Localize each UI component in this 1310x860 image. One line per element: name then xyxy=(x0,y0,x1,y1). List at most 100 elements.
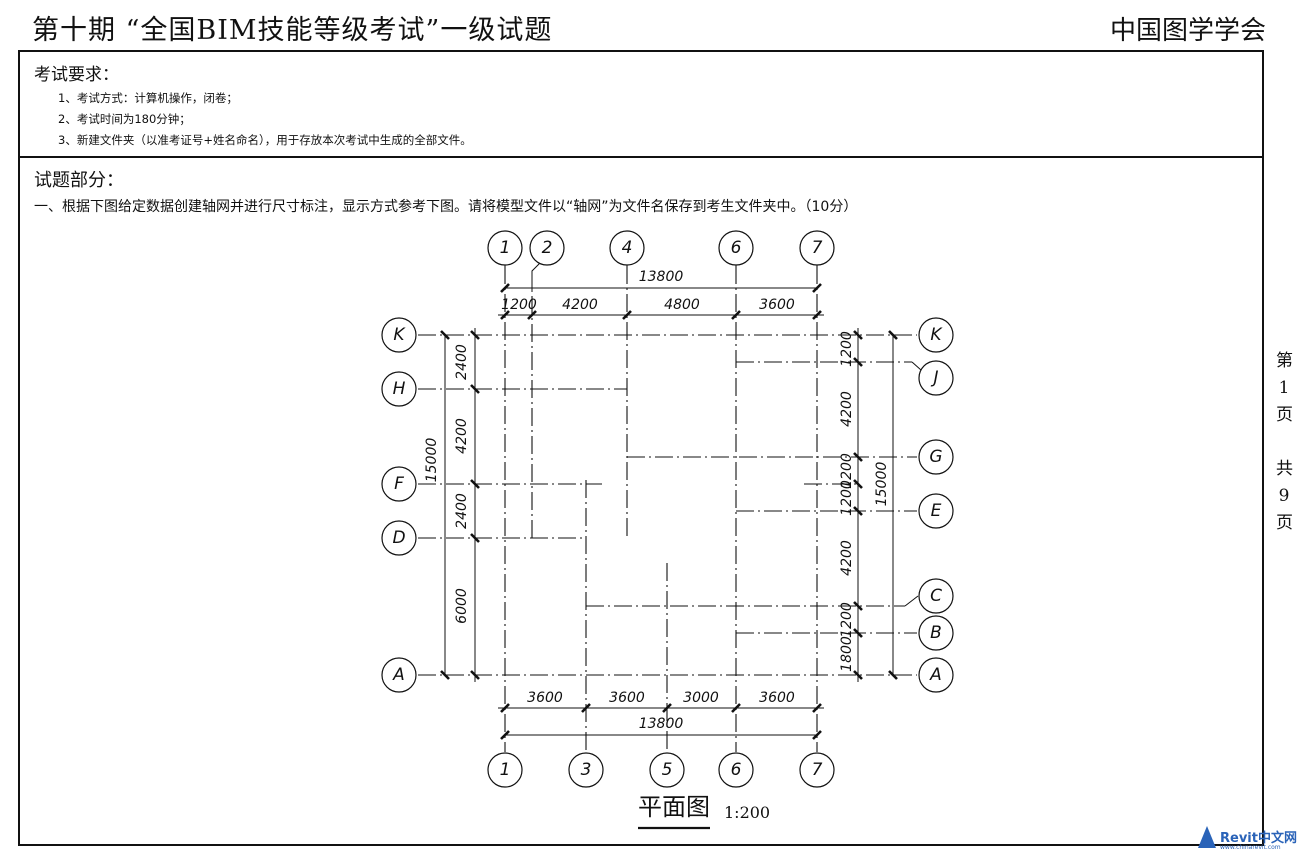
page-frame xyxy=(18,50,1264,846)
axis-label: 1 xyxy=(500,760,511,780)
watermark-brand: Revit中文网 xyxy=(1220,831,1297,846)
question-1-text: 一、根据下图给定数据创建轴网并进行尺寸标注，显示方式参考下图。请将模型文件以“轴… xyxy=(34,199,858,215)
dim-text-bottom-overall: 13800 xyxy=(639,716,684,732)
axis-label: 6 xyxy=(731,238,742,258)
axis-label: E xyxy=(931,501,942,521)
dim-tick xyxy=(812,310,822,320)
dim-tick xyxy=(731,703,741,713)
axis-bubble-top xyxy=(799,230,835,266)
dim-tick xyxy=(500,703,510,713)
dim-text: 1200 xyxy=(501,297,537,313)
axis-bubble-bottom xyxy=(568,752,604,788)
axis-label: 1 xyxy=(500,238,511,258)
dim-text: 3600 xyxy=(527,690,563,706)
axis-bubble-left xyxy=(381,371,417,407)
dim-tick xyxy=(500,730,510,740)
dim-tick xyxy=(527,310,537,320)
dim-tick xyxy=(662,703,672,713)
dim-tick xyxy=(500,283,510,293)
dim-text: 4200 xyxy=(454,418,470,454)
dim-tick xyxy=(581,703,591,713)
axis-label: 4 xyxy=(622,238,633,258)
axis-bubble-left xyxy=(381,520,417,556)
axis-bubble-right xyxy=(918,317,954,353)
axis-label: 7 xyxy=(812,238,823,258)
axis-bubble-top xyxy=(718,230,754,266)
dim-tick xyxy=(853,601,863,611)
axis-bubble-bottom xyxy=(487,752,523,788)
exam-title: 第十期 “全国BIM技能等级考试”一级试题 xyxy=(32,15,553,46)
axis-bubble-left xyxy=(381,657,417,693)
dim-tick xyxy=(812,703,822,713)
axis-leader-C xyxy=(904,595,919,607)
axis-label: 3 xyxy=(581,760,592,780)
dim-text: 4200 xyxy=(562,297,598,313)
dim-tick xyxy=(500,310,510,320)
dim-tick xyxy=(440,330,450,340)
dim-text: 4200 xyxy=(839,391,855,427)
dim-tick xyxy=(853,670,863,680)
axis-bubble-right xyxy=(918,657,954,693)
dim-tick xyxy=(470,330,480,340)
requirement-item: 3、新建文件夹（以准考证号+姓名命名），用于存放本次考试中生成的全部文件。 xyxy=(58,133,472,147)
axis-bubble-bottom xyxy=(718,752,754,788)
dim-text-left-overall: 15000 xyxy=(424,438,440,483)
requirements-heading: 考试要求： xyxy=(34,65,119,85)
axis-bubble-right xyxy=(918,578,954,614)
axis-leader-2 xyxy=(531,261,542,292)
questions-heading: 试题部分： xyxy=(34,170,124,191)
dim-text: 1800 xyxy=(839,636,855,672)
axis-label: C xyxy=(930,586,942,606)
dim-text: 1200 xyxy=(839,602,855,638)
dim-text: 1200 xyxy=(839,453,855,489)
axis-label: G xyxy=(929,447,942,467)
axis-label: D xyxy=(392,528,405,548)
axis-bubble-right xyxy=(918,360,954,396)
axis-label: A xyxy=(392,665,405,685)
axis-bubble-right xyxy=(918,439,954,475)
drawing-title: 平面图 xyxy=(638,793,710,821)
axis-label: A xyxy=(929,665,942,685)
dim-text: 3000 xyxy=(683,690,719,706)
requirement-item: 1、考试方式：计算机操作，闭卷； xyxy=(58,91,238,105)
dim-tick xyxy=(853,628,863,638)
dim-text: 2400 xyxy=(454,493,470,529)
axis-label: J xyxy=(930,368,938,388)
axis-bubble-right xyxy=(918,615,954,651)
watermark-url: www.chinarevit.com xyxy=(1220,844,1281,851)
revit-watermark-logo: Revit中文网 www.chinarevit.com xyxy=(1198,826,1304,856)
axis-bubble-top xyxy=(487,230,523,266)
dim-text: 3600 xyxy=(759,297,795,313)
dim-text-right-overall: 15000 xyxy=(874,462,890,507)
axis-label: K xyxy=(393,325,406,345)
dim-tick xyxy=(470,384,480,394)
dim-text: 4800 xyxy=(664,297,700,313)
section-divider xyxy=(18,156,1264,158)
axis-bubble-left xyxy=(381,466,417,502)
dim-tick xyxy=(622,310,632,320)
axis-bubble-bottom xyxy=(649,752,685,788)
axis-label: K xyxy=(930,325,943,345)
axis-label: B xyxy=(930,623,942,643)
axis-bubble-right xyxy=(918,493,954,529)
page-info-char: 第 xyxy=(1276,351,1293,371)
dim-text-top-overall: 13800 xyxy=(639,269,684,285)
dim-text: 6000 xyxy=(454,588,470,624)
dim-tick xyxy=(470,479,480,489)
dim-text: 2400 xyxy=(454,344,470,380)
page-info-char: 页 xyxy=(1276,405,1293,425)
dim-tick xyxy=(853,479,863,489)
dim-tick xyxy=(888,670,898,680)
axis-label: F xyxy=(394,474,404,494)
drawing-scale: 1:200 xyxy=(724,803,770,822)
dim-tick xyxy=(853,452,863,462)
dim-text: 3600 xyxy=(609,690,645,706)
dim-text: 4200 xyxy=(839,540,855,576)
axis-label: 7 xyxy=(812,760,823,780)
axis-label: 6 xyxy=(731,760,742,780)
dim-tick xyxy=(853,506,863,516)
page-info-char: 页 xyxy=(1276,513,1293,533)
dim-tick xyxy=(470,670,480,680)
dim-tick xyxy=(812,730,822,740)
